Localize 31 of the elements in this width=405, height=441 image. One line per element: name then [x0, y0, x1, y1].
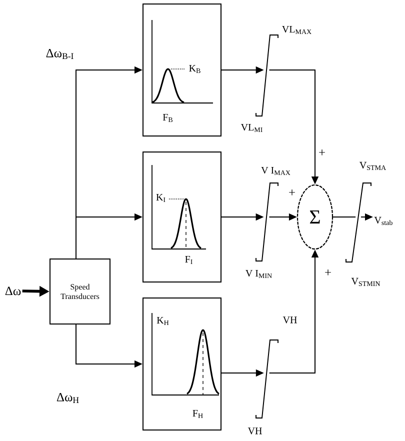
connector-line — [332, 216, 356, 218]
plus-sign: + — [289, 189, 295, 196]
transducer-box: Speed Transducers — [50, 258, 110, 324]
axis-label: F$_{I}$ — [185, 256, 192, 264]
limiter-symbol — [256, 182, 278, 262]
filter-box — [142, 152, 222, 282]
signal-label: Δω$_{B-I}$ — [46, 48, 74, 60]
limiter-symbol — [346, 182, 372, 262]
input-label: Δω — [5, 286, 21, 296]
limit-label: V$_{STMIN}$ — [351, 278, 380, 286]
summing-junction: Σ — [296, 184, 334, 250]
filter-box — [142, 4, 222, 136]
limit-label: VL$_{MAX}$ — [282, 26, 312, 34]
limit-label: VH — [282, 316, 297, 324]
limit-label: V I$_{MAX}$ — [261, 166, 290, 176]
axis-label: K$_{H}$ — [156, 316, 169, 326]
output-label: V$_{stab}$ — [374, 216, 392, 226]
limit-label: V$_{STMA}$ — [360, 162, 386, 170]
plus-sign: + — [319, 149, 325, 156]
axis-label: F$_{B}$ — [162, 114, 173, 122]
limit-label: VH — [248, 428, 262, 434]
axis-label: K$_{B}$ — [189, 64, 200, 74]
limit-label: V I$_{MIN}$ — [246, 270, 272, 278]
axis-label: K$_{I}$ — [156, 194, 166, 202]
filter-box — [142, 298, 222, 430]
limiter-symbol — [256, 340, 278, 418]
axis-label: F$_{H}$ — [192, 410, 203, 418]
limit-label: VL$_{MI}$ — [240, 124, 262, 132]
signal-label: Δω$_{H}$ — [56, 392, 79, 404]
plus-sign: + — [325, 269, 331, 276]
limiter-symbol — [256, 34, 278, 116]
